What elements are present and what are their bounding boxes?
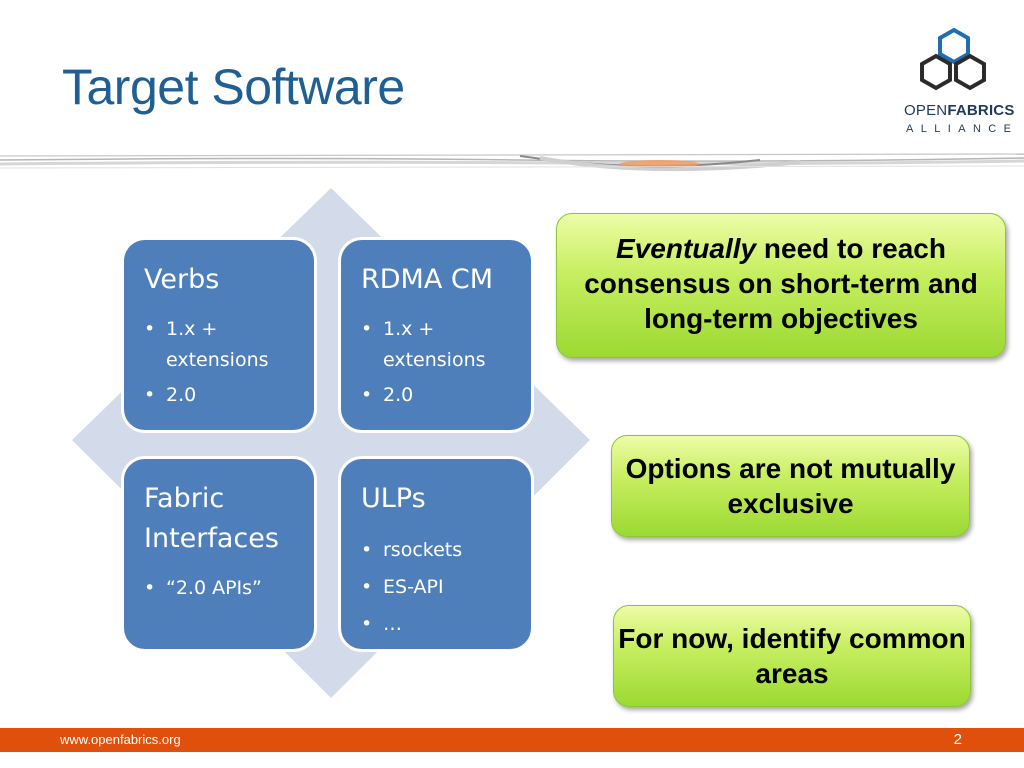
page-number: 2 bbox=[953, 731, 962, 748]
callout-consensus: Eventually need to reach consensus on sh… bbox=[556, 213, 1006, 358]
header-swoosh-divider bbox=[0, 153, 1024, 172]
box-title: RDMA CM bbox=[361, 264, 494, 295]
box-title: ULPs bbox=[361, 483, 426, 514]
footer-url: www.openfabrics.org bbox=[60, 732, 181, 747]
fabric-interfaces-box: Fabric Interfaces “2.0 APIs” bbox=[121, 456, 317, 652]
box-title: Fabric Interfaces bbox=[144, 483, 279, 554]
callout-emphasis: Eventually bbox=[616, 233, 757, 264]
bullet-item: 1.x + extensions bbox=[361, 314, 531, 376]
callout-text: Options are not mutually exclusive bbox=[625, 453, 956, 519]
box-title: Verbs bbox=[144, 264, 220, 295]
callout-text: need to reach consensus on short-term an… bbox=[584, 233, 978, 334]
bullet-item: 1.x + extensions bbox=[144, 314, 314, 376]
bullet-item: 2.0 bbox=[144, 380, 314, 411]
ulps-box: ULPs rsockets ES-API … bbox=[338, 456, 534, 652]
rdma-cm-box: RDMA CM 1.x + extensions 2.0 bbox=[338, 237, 534, 433]
bullet-item: 2.0 bbox=[361, 380, 531, 411]
callout-options: Options are not mutually exclusive bbox=[611, 435, 970, 537]
hexagon-logo-icon bbox=[920, 27, 986, 91]
bullet-item: ES-API bbox=[361, 572, 531, 603]
openfabrics-logo: OPENFABRICS ALLIANCE bbox=[900, 27, 1024, 146]
verbs-box: Verbs 1.x + extensions 2.0 bbox=[121, 237, 317, 433]
bullet-item: rsockets bbox=[361, 535, 531, 566]
slide-title: Target Software bbox=[62, 59, 405, 115]
bullet-item: … bbox=[361, 609, 531, 640]
footer-bar: www.openfabrics.org 2 bbox=[0, 728, 1024, 752]
bullet-item: “2.0 APIs” bbox=[144, 573, 314, 604]
callout-text: For now, identify common areas bbox=[618, 623, 966, 689]
callout-common-areas: For now, identify common areas bbox=[613, 605, 971, 707]
